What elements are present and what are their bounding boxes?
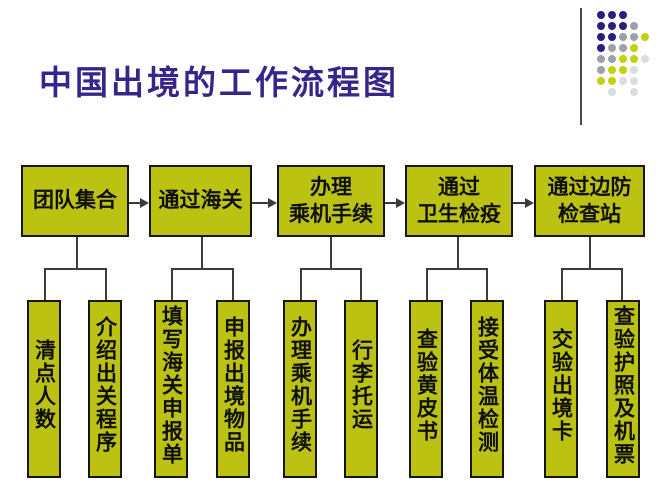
connector-line xyxy=(232,268,234,300)
dot-icon xyxy=(608,77,616,85)
connector-line xyxy=(360,268,362,300)
dot-icon xyxy=(608,88,616,96)
child-box-3a: 办理乘机手续 xyxy=(283,300,317,478)
connector-line xyxy=(426,268,428,300)
child-box-label: 交验出境卡 xyxy=(549,327,574,443)
stage-box-1: 团队集合 xyxy=(21,165,129,237)
dot-icon xyxy=(597,11,605,19)
dot-icon xyxy=(630,55,638,63)
connector-line xyxy=(426,268,488,270)
connector-line xyxy=(457,237,459,268)
child-box-label: 查验护照及机票 xyxy=(611,304,636,466)
child-box-label: 申报出境物品 xyxy=(221,316,246,454)
dot-icon xyxy=(608,11,616,19)
dot-icon xyxy=(608,55,616,63)
dot-icon xyxy=(630,66,638,74)
child-box-label: 接受体温检测 xyxy=(475,316,500,454)
dot-icon xyxy=(630,77,638,85)
dot-icon xyxy=(619,77,627,85)
stage-box-3: 办理 乘机手续 xyxy=(277,165,385,237)
dot-icon xyxy=(608,22,616,30)
connector-line xyxy=(621,268,623,300)
dot-icon xyxy=(597,55,605,63)
dot-icon xyxy=(630,33,638,41)
dot-icon xyxy=(608,66,616,74)
stage-box-2: 通过海关 xyxy=(149,165,252,237)
slide-title: 中国出境的工作流程图 xyxy=(39,66,399,102)
connector-line xyxy=(105,268,107,300)
dot-icon xyxy=(619,33,627,41)
dot-icon xyxy=(608,44,616,52)
connector-line xyxy=(76,237,78,268)
connector-line xyxy=(171,268,173,300)
dot-icon xyxy=(597,77,605,85)
dot-icon xyxy=(619,44,627,52)
child-box-5b: 查验护照及机票 xyxy=(606,300,640,478)
child-box-5a: 交验出境卡 xyxy=(544,300,578,478)
child-box-label: 填写海关申报单 xyxy=(159,304,184,466)
connector-line xyxy=(44,268,107,270)
child-box-3b: 行李托运 xyxy=(344,300,378,478)
child-box-label: 查验黄皮书 xyxy=(414,327,439,443)
stage-box-5: 通过边防 检查站 xyxy=(534,165,645,237)
dot-icon xyxy=(597,33,605,41)
dot-icon xyxy=(630,88,638,96)
dot-icon xyxy=(641,33,649,41)
decorative-vertical-line xyxy=(580,8,582,125)
child-box-4b: 接受体温检测 xyxy=(470,300,504,478)
dot-icon xyxy=(619,22,627,30)
connector-line xyxy=(330,237,332,268)
dot-icon xyxy=(630,22,638,30)
child-box-label: 清点人数 xyxy=(32,339,57,431)
connector-line xyxy=(300,268,362,270)
child-box-1b: 介绍出关程序 xyxy=(88,300,122,478)
child-box-2b: 申报出境物品 xyxy=(216,300,250,478)
dot-icon xyxy=(597,44,605,52)
dot-icon xyxy=(597,66,605,74)
arrow-right-icon xyxy=(385,198,405,209)
connector-line xyxy=(44,268,46,300)
child-box-2a: 填写海关申报单 xyxy=(154,300,188,478)
dot-icon xyxy=(619,66,627,74)
arrow-right-icon xyxy=(252,198,277,209)
connector-line xyxy=(486,268,488,300)
connector-line xyxy=(561,268,563,300)
child-box-1a: 清点人数 xyxy=(27,300,61,478)
dot-icon xyxy=(608,33,616,41)
decorative-dot-grid xyxy=(597,11,655,103)
connector-line xyxy=(171,268,234,270)
stage-box-4: 通过 卫生检疫 xyxy=(405,165,513,237)
connector-line xyxy=(201,237,203,268)
child-box-label: 办理乘机手续 xyxy=(288,316,313,454)
connector-line xyxy=(589,237,591,268)
dot-icon xyxy=(630,44,638,52)
arrow-right-icon xyxy=(129,198,149,209)
child-box-label: 行李托运 xyxy=(349,339,374,431)
connector-line xyxy=(561,268,623,270)
dot-icon xyxy=(619,11,627,19)
dot-icon xyxy=(619,55,627,63)
child-box-label: 介绍出关程序 xyxy=(93,316,118,454)
connector-line xyxy=(300,268,302,300)
dot-icon xyxy=(597,22,605,30)
child-box-4a: 查验黄皮书 xyxy=(409,300,443,478)
dot-icon xyxy=(641,55,649,63)
arrow-right-icon xyxy=(513,198,534,209)
